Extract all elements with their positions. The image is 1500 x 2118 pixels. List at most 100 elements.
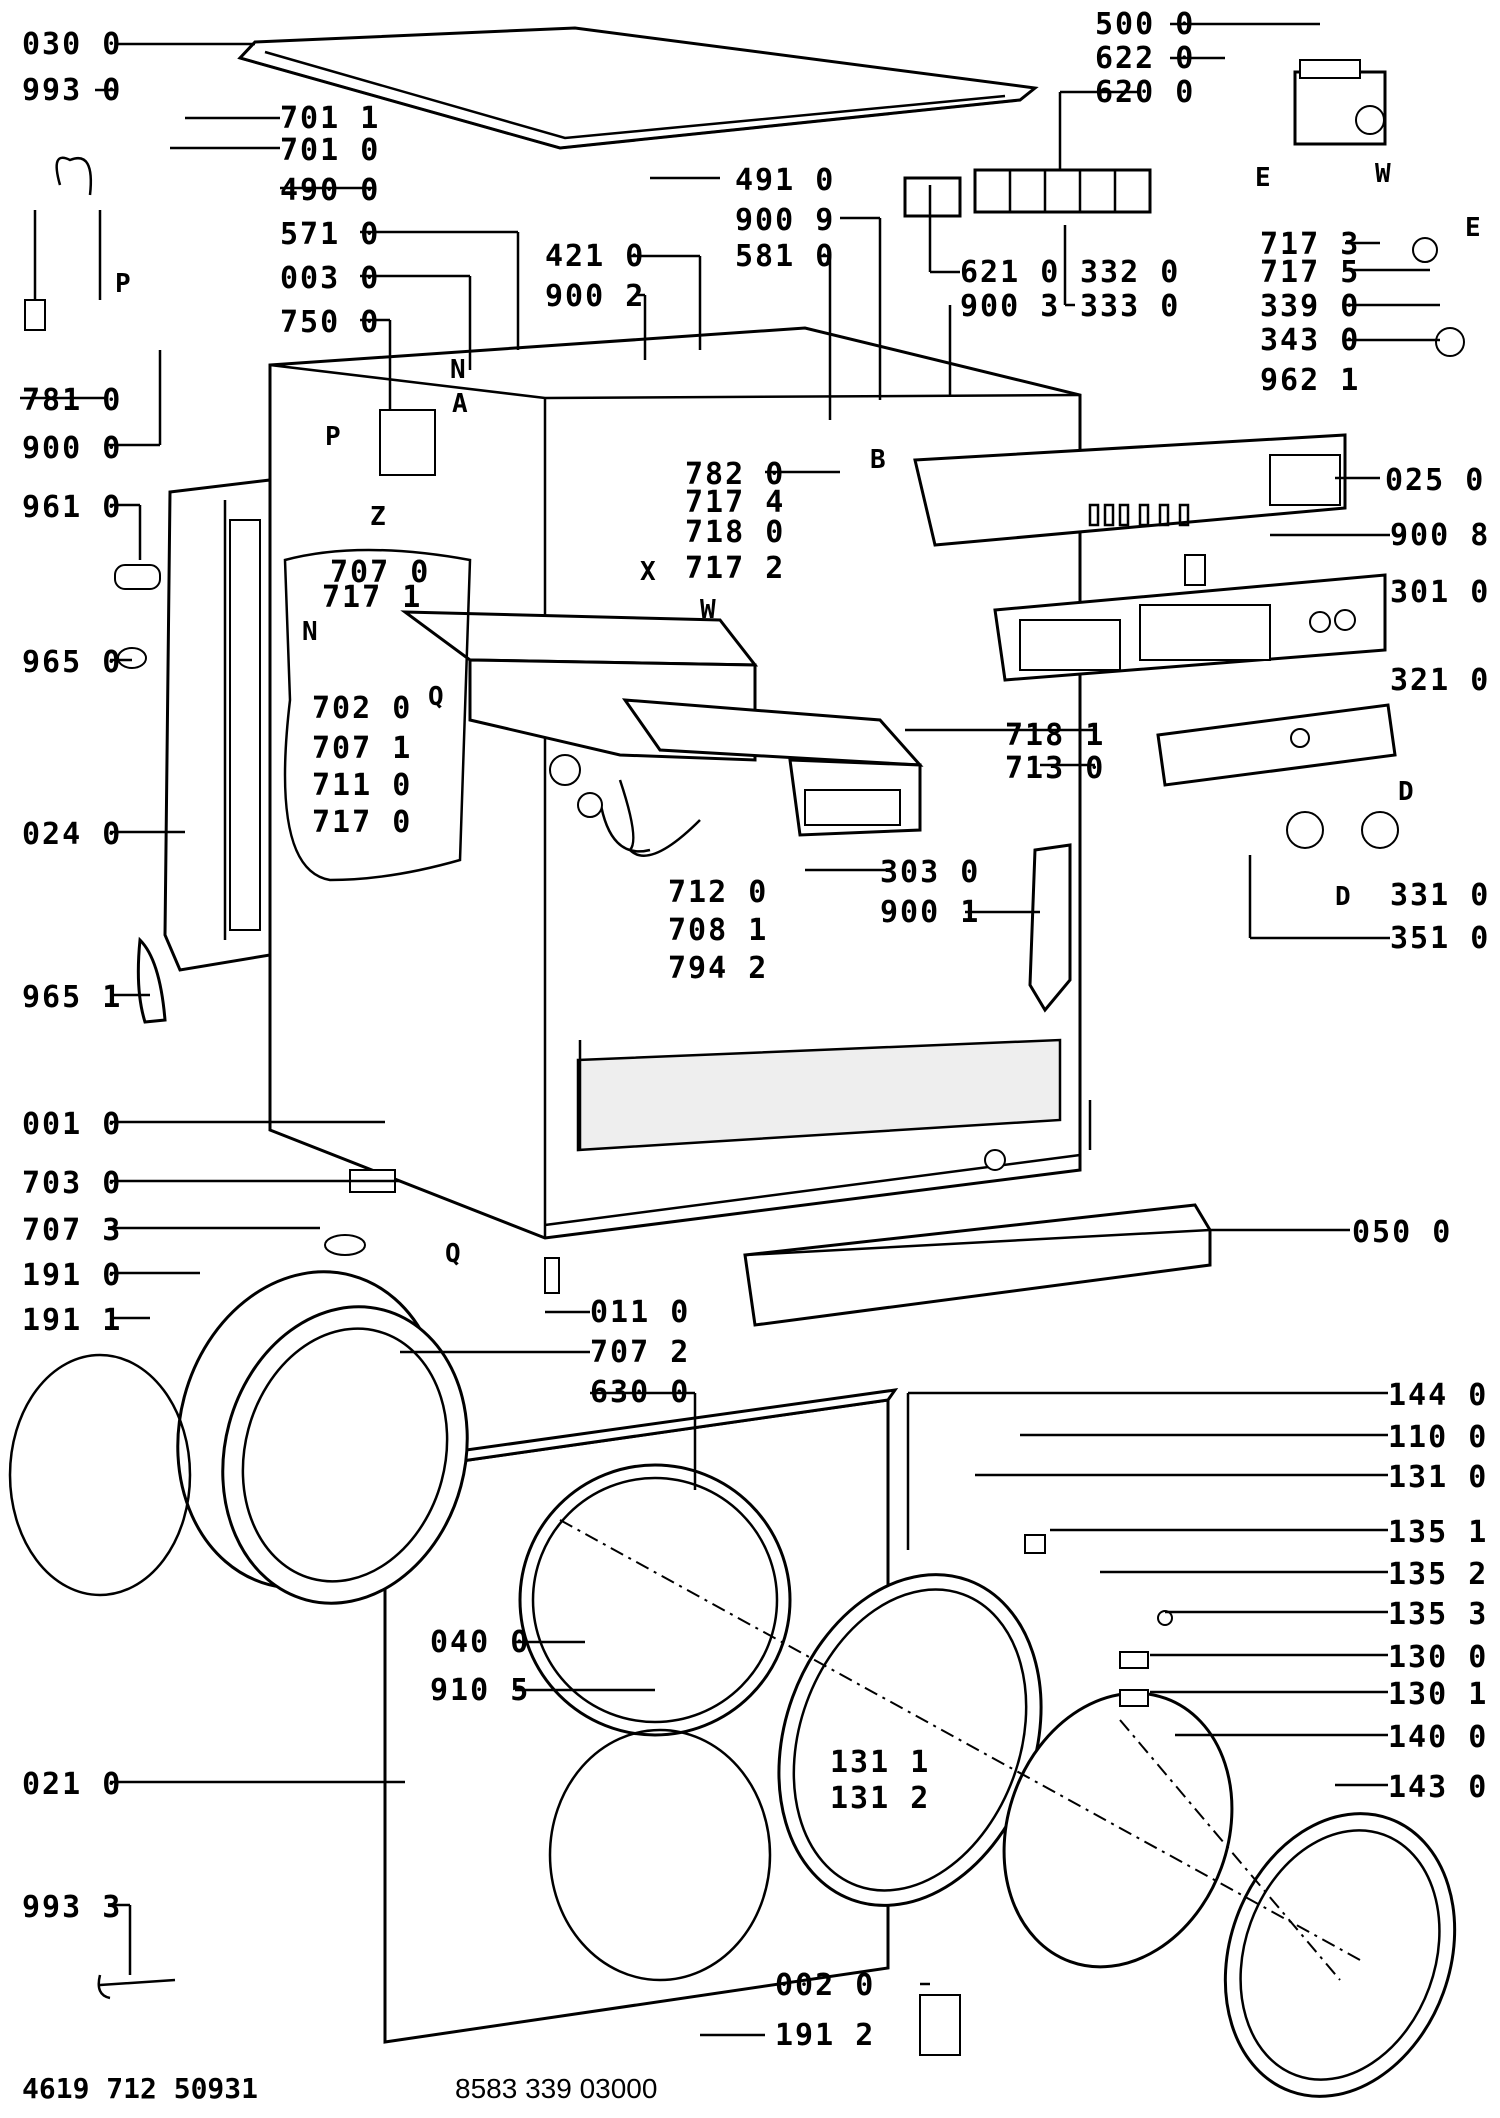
letter-p-1: P bbox=[115, 269, 131, 299]
label-794: 794 2 bbox=[668, 951, 768, 986]
label-191-0: 191 0 bbox=[22, 1258, 122, 1293]
label-707-0: 707 0 bbox=[330, 555, 430, 590]
label-143: 143 0 bbox=[1388, 1770, 1488, 1805]
label-303: 303 0 bbox=[880, 855, 980, 890]
label-782: 782 0 bbox=[685, 457, 785, 492]
label-135-2: 135 2 bbox=[1388, 1557, 1488, 1592]
label-343: 343 0 bbox=[1260, 323, 1360, 358]
label-002: 002 0 bbox=[775, 1968, 875, 2003]
label-025: 025 0 bbox=[1385, 463, 1485, 498]
label-024: 024 0 bbox=[22, 817, 122, 852]
label-191-2: 191 2 bbox=[775, 2018, 875, 2053]
label-011: 011 0 bbox=[590, 1295, 690, 1330]
label-339: 339 0 bbox=[1260, 289, 1360, 324]
label-581: 581 0 bbox=[735, 239, 835, 274]
label-620: 620 0 bbox=[1095, 75, 1195, 110]
leader-lines bbox=[20, 22, 1440, 2037]
dispenser-assembly bbox=[400, 610, 924, 857]
label-993-0: 993 0 bbox=[22, 73, 122, 108]
label-001: 001 0 bbox=[22, 1107, 122, 1142]
letter-e-1: E bbox=[1255, 163, 1271, 193]
kick-plate-part bbox=[743, 1203, 1212, 1327]
label-711: 711 0 bbox=[312, 768, 412, 803]
label-040: 040 0 bbox=[430, 1625, 530, 1660]
label-131-2: 131 2 bbox=[830, 1781, 930, 1816]
letter-w-1: W bbox=[700, 595, 716, 625]
door-ring-parts bbox=[777, 1573, 1457, 2098]
letter-q-1: Q bbox=[428, 682, 444, 712]
label-717-1: 717 1 bbox=[322, 580, 422, 615]
label-571: 571 0 bbox=[280, 217, 380, 252]
label-900-8: 900 8 bbox=[1390, 518, 1490, 553]
left-labels: 030 0 993 0 701 1 701 0 490 0 571 0 003 … bbox=[22, 27, 380, 1925]
label-622: 622 0 bbox=[1095, 41, 1195, 76]
footer: 4619 712 50931 8583 339 03000 bbox=[22, 2072, 657, 2105]
label-701-0: 701 0 bbox=[280, 133, 380, 168]
label-030: 030 0 bbox=[22, 27, 122, 62]
footer-code-center: 8583 339 03000 bbox=[455, 2073, 657, 2104]
label-910: 910 5 bbox=[430, 1673, 530, 1708]
top-lid-part bbox=[237, 26, 1039, 150]
letter-x: X bbox=[640, 557, 656, 587]
label-708: 708 1 bbox=[668, 913, 768, 948]
label-351: 351 0 bbox=[1390, 921, 1490, 956]
letter-d-2: D bbox=[1335, 882, 1351, 912]
label-050: 050 0 bbox=[1352, 1215, 1452, 1250]
relay-block-part bbox=[903, 168, 1152, 218]
label-900-1: 900 1 bbox=[880, 895, 980, 930]
label-702: 702 0 bbox=[312, 691, 412, 726]
control-panel-part bbox=[913, 433, 1347, 547]
label-144: 144 0 bbox=[1388, 1378, 1488, 1413]
label-333: 333 0 bbox=[1080, 289, 1180, 324]
letter-d-1: D bbox=[1398, 777, 1414, 807]
label-713: 713 0 bbox=[1005, 751, 1105, 786]
label-707-1: 707 1 bbox=[312, 731, 412, 766]
letter-a: A bbox=[452, 389, 468, 419]
misc-small-parts bbox=[24, 156, 1465, 2056]
letter-n-2: N bbox=[302, 617, 318, 647]
label-701-1: 701 1 bbox=[280, 101, 380, 136]
label-993-3: 993 3 bbox=[22, 1890, 122, 1925]
label-717-4: 717 4 bbox=[685, 485, 785, 520]
label-130-1: 130 1 bbox=[1388, 1677, 1488, 1712]
label-191-1: 191 1 bbox=[22, 1303, 122, 1338]
label-965-0: 965 0 bbox=[22, 645, 122, 680]
letter-b: B bbox=[870, 445, 886, 475]
label-140: 140 0 bbox=[1388, 1720, 1488, 1755]
cabinet-part bbox=[268, 326, 1082, 1240]
label-712: 712 0 bbox=[668, 875, 768, 910]
label-900-0: 900 0 bbox=[22, 431, 122, 466]
label-301: 301 0 bbox=[1390, 575, 1490, 610]
front-door-panel-part bbox=[381, 1388, 899, 2044]
label-421: 421 0 bbox=[545, 239, 645, 274]
label-135-3: 135 3 bbox=[1388, 1597, 1488, 1632]
label-131-1: 131 1 bbox=[830, 1745, 930, 1780]
label-491: 491 0 bbox=[735, 163, 835, 198]
label-900-9: 900 9 bbox=[735, 203, 835, 238]
label-630: 630 0 bbox=[590, 1375, 690, 1410]
label-621: 621 0 bbox=[960, 255, 1060, 290]
label-490: 490 0 bbox=[280, 173, 380, 208]
label-707-3: 707 3 bbox=[22, 1213, 122, 1248]
label-900-3: 900 3 bbox=[960, 289, 1060, 324]
label-961: 961 0 bbox=[22, 490, 122, 525]
timer-part bbox=[1293, 59, 1387, 146]
label-500: 500 0 bbox=[1095, 7, 1195, 42]
letter-q-2: Q bbox=[445, 1239, 461, 1269]
letter-w-2: W bbox=[1375, 159, 1391, 189]
label-965-1: 965 1 bbox=[22, 980, 122, 1015]
label-321: 321 0 bbox=[1390, 663, 1490, 698]
label-331: 331 0 bbox=[1390, 878, 1490, 913]
label-718-1: 718 1 bbox=[1005, 718, 1105, 753]
front-panel-301-part bbox=[993, 573, 1387, 682]
label-900-2: 900 2 bbox=[545, 279, 645, 314]
letter-n-1: N bbox=[450, 355, 466, 385]
label-021: 021 0 bbox=[22, 1767, 122, 1802]
label-332: 332 0 bbox=[1080, 255, 1180, 290]
label-962: 962 1 bbox=[1260, 363, 1360, 398]
right-labels: 500 0 622 0 620 0 491 0 900 9 421 0 581 … bbox=[545, 7, 1490, 1805]
label-717-5: 717 5 bbox=[1260, 255, 1360, 290]
label-707-2: 707 2 bbox=[590, 1335, 690, 1370]
label-781: 781 0 bbox=[22, 383, 122, 418]
